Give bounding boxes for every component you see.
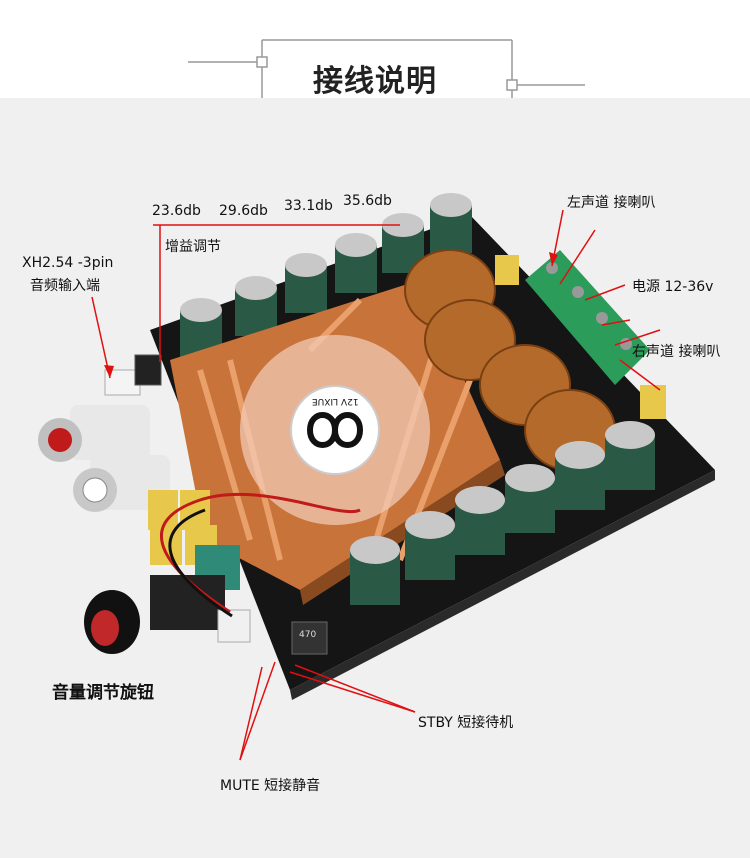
volume-knob-label: 音量调节旋钮 bbox=[52, 683, 154, 703]
page-title: 接线说明 bbox=[313, 64, 437, 99]
gain-header bbox=[134, 354, 162, 386]
gain-value-4: 35.6db bbox=[343, 193, 392, 209]
left-channel-label: 左声道 接喇叭 bbox=[567, 195, 656, 211]
power-label: 电源 12-36v bbox=[632, 279, 714, 295]
gain-value-3: 33.1db bbox=[284, 198, 333, 214]
gain-value-2: 29.6db bbox=[219, 203, 268, 219]
title-frame bbox=[188, 39, 585, 98]
audio-input-label: 音频输入端 bbox=[30, 278, 100, 294]
right-channel-label: 右声道 接喇叭 bbox=[632, 344, 721, 360]
stby-label: STBY 短接待机 bbox=[418, 715, 514, 731]
mute-label: MUTE 短接静音 bbox=[220, 778, 321, 794]
small-connector bbox=[217, 609, 251, 643]
header bbox=[0, 0, 750, 98]
capacitors-bottom bbox=[350, 421, 655, 605]
callout-arrowheads bbox=[104, 252, 558, 378]
gain-value-1: 23.6db bbox=[152, 203, 201, 219]
film-capacitors bbox=[148, 255, 666, 565]
inductor bbox=[291, 621, 328, 655]
callout-lines bbox=[91, 209, 661, 761]
capacitors-top bbox=[180, 193, 472, 358]
black-wire bbox=[168, 508, 233, 618]
gain-bracket bbox=[153, 224, 400, 362]
volume-knob-shape bbox=[84, 545, 240, 654]
inductor-marking: 470 bbox=[299, 630, 317, 640]
xh-connector-label: XH2.54 -3pin bbox=[22, 255, 114, 271]
fan-marking: 12V LIXUE bbox=[312, 396, 359, 406]
fan bbox=[240, 335, 430, 525]
gain-adjust-label: 增益调节 bbox=[165, 239, 221, 255]
terminal-block bbox=[525, 250, 650, 385]
pcb-edge bbox=[290, 470, 715, 700]
